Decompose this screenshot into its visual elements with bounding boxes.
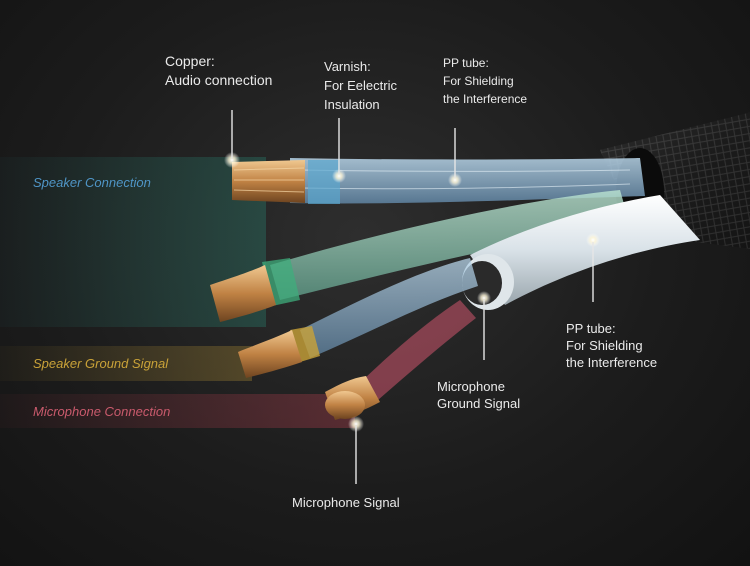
leader-lines [231, 110, 594, 484]
pp-tube [462, 195, 700, 310]
mic-signal-pointer-dot [348, 416, 364, 432]
varnish-callout-line-2: For Eelectric [324, 78, 397, 93]
pp-tube-top-line-2: For Shielding [443, 74, 514, 88]
pp-tube-top-callout: PP tube: For Shielding the Interference [443, 54, 527, 108]
mic-ground-pointer-dot [477, 291, 491, 305]
copper-callout-line-2: Audio connection [165, 72, 273, 88]
pp-tube-top-line-3: the Interference [443, 92, 528, 106]
speaker-wire-green [210, 190, 630, 322]
copper-callout: Copper: Audio connection [165, 52, 272, 90]
speaker-ground-label: Speaker Ground Signal [33, 356, 169, 371]
varnish-pointer-dot [332, 169, 346, 183]
copper-callout-line-1: Copper: [165, 53, 215, 69]
varnish-callout: Varnish: For Eelectric Insulation [324, 57, 397, 114]
pp-tube-right-line-1: PP tube: [566, 321, 616, 336]
mic-signal-line-1: Microphone Signal [292, 495, 400, 510]
copper-pointer-dot [224, 152, 240, 168]
pp-tube-right-pointer-dot [586, 233, 600, 247]
pp-tube-top-line-1: PP tube: [443, 56, 489, 70]
microphone-connection-band [0, 394, 355, 428]
speaker-connection-label: Speaker Connection [33, 175, 151, 190]
pp-tube-right-line-2: For Shielding [566, 338, 643, 353]
mic-ground-line-2: Ground Signal [437, 396, 521, 411]
pp-tube-right-callout: PP tube: For Shielding the Interference [566, 320, 657, 371]
speaker-ground-wire [238, 258, 478, 378]
varnish-callout-line-3: Insulation [324, 97, 380, 112]
speaker-ground-band [0, 346, 252, 381]
microphone-connection-label: Microphone Connection [33, 404, 171, 419]
speaker-wire-top [232, 158, 645, 204]
pp-tube-top-pointer-dot [448, 173, 462, 187]
mic-ground-line-1: Microphone [437, 379, 505, 394]
pp-tube-right-line-3: the Interference [566, 355, 658, 370]
mic-ground-callout: Microphone Ground Signal [437, 378, 520, 412]
varnish-callout-line-1: Varnish: [324, 59, 371, 74]
microphone-wire [325, 300, 476, 420]
mic-signal-callout: Microphone Signal [292, 494, 400, 511]
